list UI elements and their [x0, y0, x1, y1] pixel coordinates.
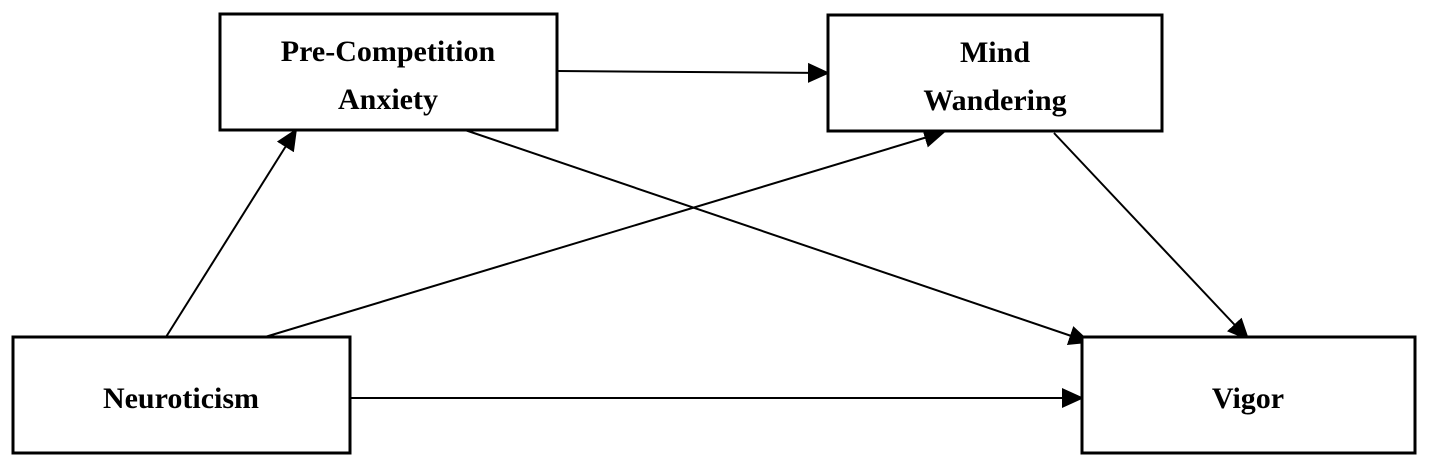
arrow-anxiety-to-mind-wandering	[556, 62, 830, 83]
arrow-anxiety-to-vigor	[464, 129, 1091, 346]
arrow-neuroticism-to-mind-wandering	[264, 128, 946, 338]
node-label-line: Anxiety	[338, 83, 438, 116]
node-label-line: Mind	[960, 36, 1030, 69]
arrow-mind-wandering-to-vigor	[1053, 132, 1250, 341]
node-neuroticism: Neuroticism	[11, 335, 352, 455]
node-label-line: Pre-Competition	[281, 35, 496, 68]
node-label-line: Vigor	[1212, 382, 1284, 415]
node-label-line: Neuroticism	[103, 382, 259, 415]
node-pre-competition-anxiety: Pre-Competition Anxiety	[218, 12, 559, 132]
node-mind-wandering: Mind Wandering	[826, 13, 1164, 133]
node-vigor: Vigor	[1080, 335, 1417, 455]
arrow-neuroticism-to-anxiety	[165, 128, 298, 338]
node-label-line: Wandering	[923, 84, 1066, 117]
